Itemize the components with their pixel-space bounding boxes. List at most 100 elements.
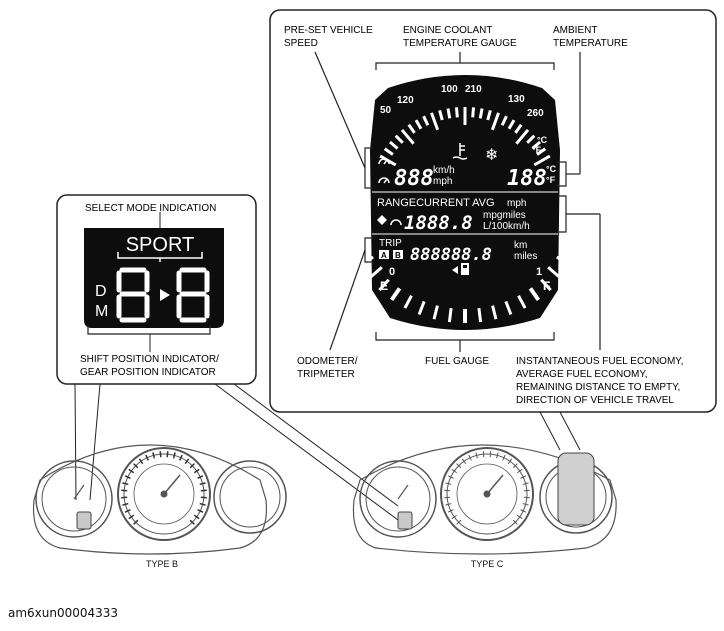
fuel-gauge-tick	[447, 307, 453, 323]
speed-unit-mph: mph	[433, 176, 452, 187]
type-b-tick	[121, 496, 128, 499]
type-c-tick	[523, 489, 530, 492]
fuel-gauge-tick	[556, 255, 572, 268]
fuel-gauge-tick	[367, 266, 383, 281]
odometer-digits: 888888.8	[410, 245, 492, 265]
type-c-tick	[517, 468, 523, 474]
type-c-tick	[475, 452, 478, 459]
fuel-gauge-tick	[563, 244, 580, 255]
tick-label-130: 130	[508, 94, 525, 105]
type-c-tick	[456, 463, 462, 469]
type-b-tick	[193, 468, 200, 474]
trip-a-label: A	[381, 251, 387, 260]
fuel-gauge-tick	[491, 305, 498, 320]
type-c-tick	[482, 451, 485, 458]
coolant-gauge-tick	[407, 123, 416, 134]
type-b-tick	[197, 475, 204, 480]
tick-label-260: 260	[527, 108, 544, 119]
ambient-temp-digits: 188	[507, 166, 547, 191]
coolant-gauge-tick	[454, 107, 459, 118]
temp-unit-f-top: °F	[532, 145, 542, 155]
fuel-gauge-tick	[569, 231, 586, 241]
type-c-tick	[445, 503, 452, 506]
type-b-tick	[122, 502, 129, 506]
coolant-gauge-tick	[536, 147, 547, 156]
label-type-b: TYPE B	[146, 559, 178, 569]
coolant-gauge-tick	[394, 134, 404, 144]
label-fuel-economy-2: AVERAGE FUEL ECONOMY,	[516, 369, 648, 380]
coolant-gauge-tick	[383, 147, 394, 156]
fuel-gauge-tick	[477, 307, 483, 323]
fuel-gauge-tick	[540, 278, 552, 292]
type-c-tick	[520, 509, 527, 513]
label-fuel-economy-4: DIRECTION OF VEHICLE TRAVEL	[516, 395, 674, 406]
type-c-tick	[520, 475, 527, 479]
coolant-gauge-tick	[430, 112, 440, 131]
coolant-gauge-tick	[500, 115, 508, 126]
cluster-type-b	[32, 444, 287, 555]
type-b-tick	[122, 482, 129, 486]
temp-unit-c: °C	[546, 164, 557, 174]
fuel-gauge-tick	[432, 305, 439, 320]
coolant-gauge-tick	[388, 140, 399, 150]
coolant-gauge-tick	[478, 108, 484, 119]
drive-letter-d: D	[95, 283, 107, 300]
fuel-full-letter: F	[543, 279, 550, 293]
tick-label-210: 210	[465, 84, 482, 95]
type-c-tick	[523, 496, 530, 499]
temp-unit-f: °F	[546, 175, 556, 185]
manual-letter-m: M	[95, 303, 108, 320]
type-c-tick	[522, 503, 529, 506]
fuel-gauge-tick	[389, 287, 402, 301]
coolant-gauge-tick	[515, 128, 530, 145]
label-coolant-2: TEMPERATURE GAUGE	[403, 38, 517, 49]
label-shift-position-2: GEAR POSITION INDICATOR	[80, 367, 216, 378]
type-c-tick	[502, 454, 506, 461]
type-c-tick	[447, 509, 454, 513]
coolant-gauge-tick	[471, 107, 476, 118]
multi-info-lcd: 50 120 100 210 130 260 °C °F ❄ 888 km/h …	[344, 75, 586, 330]
type-c-multi-info-display	[557, 452, 595, 526]
tick-label-50: 50	[380, 105, 392, 116]
odometer-unit-miles: miles	[514, 251, 537, 262]
type-b-tick	[178, 454, 183, 461]
type-c-tick	[496, 452, 499, 459]
economy-gauge-icon	[390, 219, 402, 226]
lcd-callout-lines	[314, 51, 601, 352]
label-odometer-2: TRIPMETER	[297, 369, 355, 380]
type-b-tick	[193, 514, 200, 520]
tick-label-100: 100	[441, 84, 458, 95]
sport-mode-text: SPORT	[126, 234, 195, 256]
type-b-tick	[159, 451, 162, 458]
type-b-tick	[200, 496, 207, 499]
label-odometer-1: ODOMETER/	[297, 356, 358, 367]
coolant-gauge-tick	[507, 119, 516, 130]
type-b-tick	[124, 475, 131, 480]
odometer-unit-km: km	[514, 240, 527, 251]
fuel-gauge-tick	[350, 244, 367, 255]
label-fuel-economy-1: INSTANTANEOUS FUEL ECONOMY,	[516, 356, 683, 367]
type-b-tick	[189, 519, 195, 525]
economy-digits: 1888.8	[404, 212, 473, 234]
coolant-gauge-tick	[490, 112, 500, 131]
economy-unit-mpgmiles: mpgmiles	[483, 210, 526, 221]
coolant-gauge-ticks	[379, 107, 551, 167]
type-b-tick	[197, 508, 204, 513]
type-b-tick	[121, 489, 128, 492]
coolant-gauge-tick	[446, 108, 452, 119]
tick-label-120: 120	[397, 95, 414, 106]
type-b-tick	[133, 519, 139, 525]
type-c-tick	[489, 451, 492, 458]
fuel-gauge-tick	[517, 294, 527, 309]
coolant-gauge-tick	[533, 154, 551, 167]
type-c-tick	[451, 514, 457, 520]
label-fuel-gauge: FUEL GAUGE	[425, 356, 489, 367]
gear-digit-1	[116, 267, 150, 323]
gear-arrow-icon	[160, 289, 170, 301]
type-b-tick	[199, 482, 206, 486]
range-current-avg-text: RANGECURRENT AVG	[377, 197, 495, 209]
fuel-gauge-tick	[344, 231, 361, 241]
fuel-empty-letter: E	[380, 279, 388, 293]
type-b-tick	[128, 468, 135, 474]
speed-digits: 888	[394, 166, 434, 191]
